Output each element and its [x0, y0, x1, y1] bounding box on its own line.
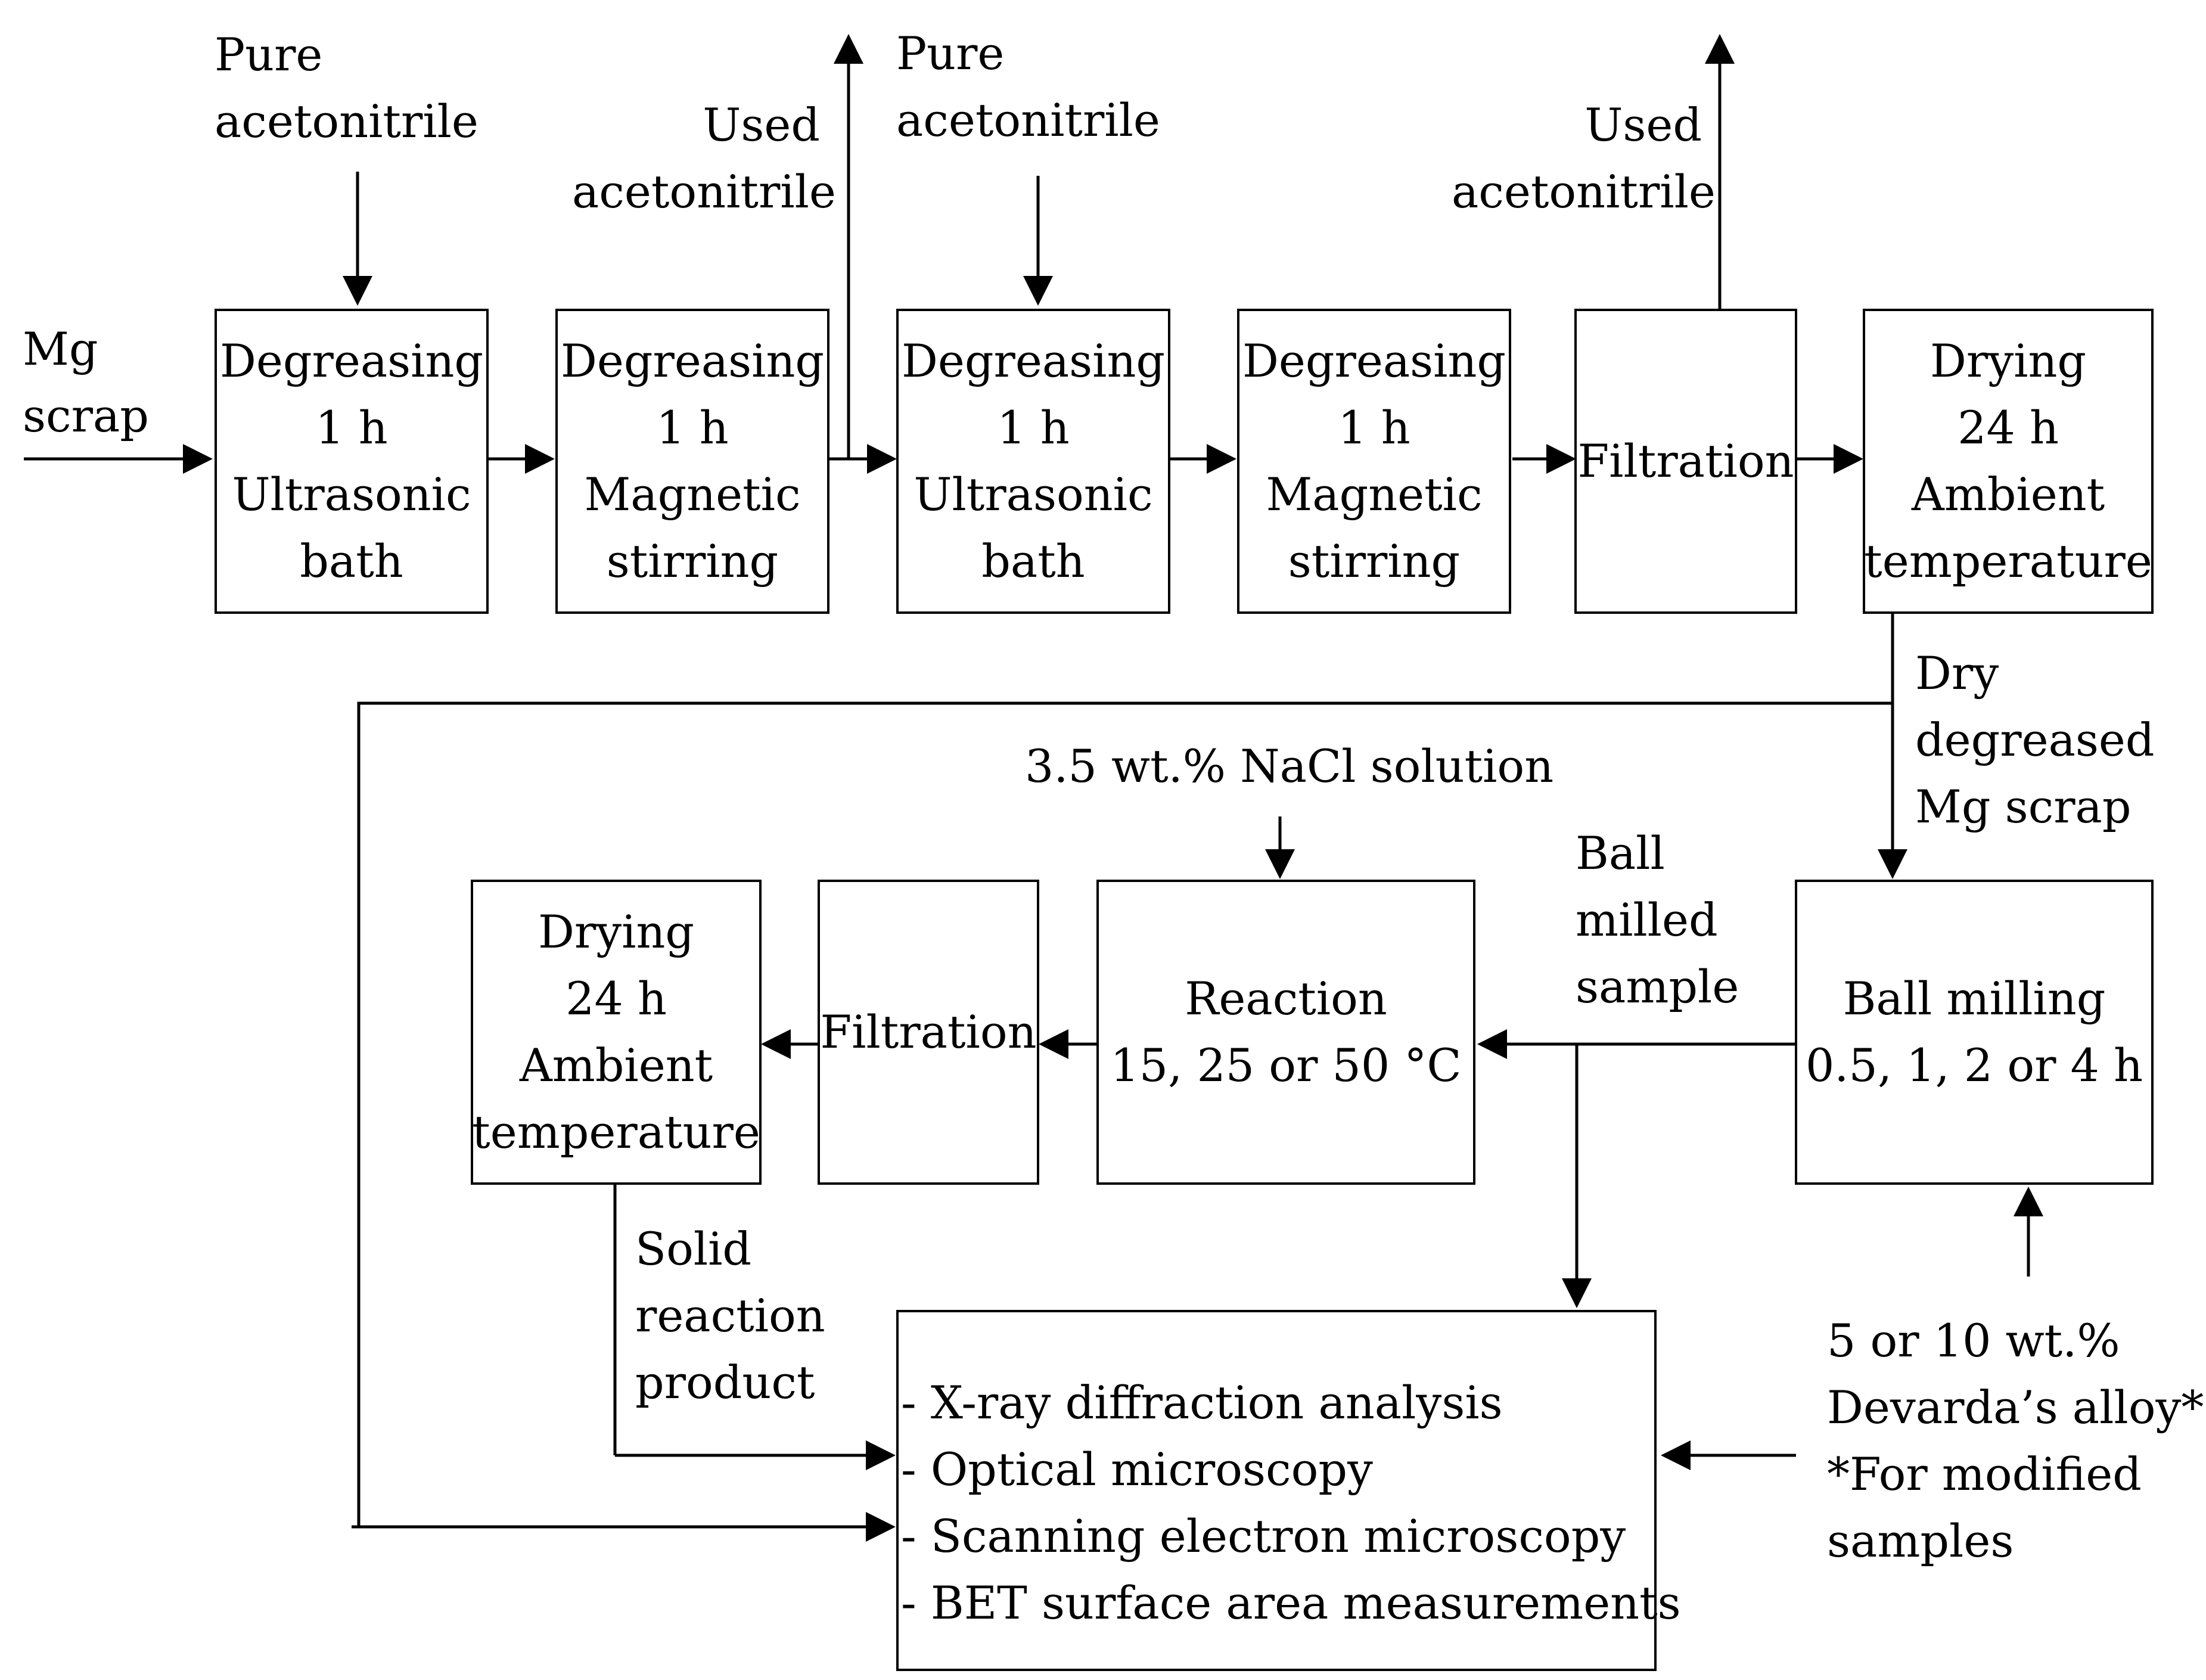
- mg-scrap-label: Mg scrap: [23, 322, 149, 442]
- drying-box-2: Drying 24 h Ambient temperature: [471, 880, 762, 1185]
- characterization-list: - X-ray diffraction analysis - Optical m…: [901, 1370, 1681, 1636]
- characterization-item: - Scanning electron microscopy: [901, 1510, 1626, 1563]
- pure-acetonitrile-label-2: Pure acetonitrile: [896, 27, 1160, 147]
- degreasing-magnetic-box-2: Degreasing 1 h Magnetic stirring: [1237, 309, 1511, 614]
- filtration-box-2: Filtration: [818, 880, 1039, 1185]
- pure-acetonitrile-label-1: Pure acetonitrile: [215, 28, 479, 148]
- reaction-box: Reaction 15, 25 or 50 °C: [1096, 880, 1475, 1185]
- filtration-box-1: Filtration: [1574, 309, 1797, 614]
- characterization-item: - BET surface area measurements: [901, 1576, 1681, 1629]
- degreasing-ultrasonic-box-1: Degreasing 1 h Ultrasonic bath: [215, 309, 489, 614]
- characterization-box: - X-ray diffraction analysis - Optical m…: [896, 1310, 1681, 1671]
- dry-degreased-mg-scrap-label: Dry degreased Mg scrap: [1915, 647, 2155, 833]
- degreasing-magnetic-box-1: Degreasing 1 h Magnetic stirring: [555, 309, 829, 614]
- characterization-item: - X-ray diffraction analysis: [901, 1376, 1503, 1429]
- ball-milling-box: Ball milling 0.5, 1, 2 or 4 h: [1795, 880, 2154, 1185]
- degreasing-ultrasonic-box-2: Degreasing 1 h Ultrasonic bath: [896, 309, 1170, 614]
- characterization-item: - Optical microscopy: [901, 1443, 1373, 1496]
- ball-milled-sample-label: Ball milled sample: [1576, 827, 1739, 1013]
- drying-box-1: Drying 24 h Ambient temperature: [1863, 309, 2154, 614]
- used-acetonitrile-label-1: Used acetonitrile: [572, 98, 836, 218]
- line-feedback-loop: [357, 701, 1893, 1527]
- nacl-solution-label: 3.5 wt.% NaCl solution: [1025, 740, 1554, 793]
- solid-reaction-product-label: Solid reaction product: [635, 1222, 825, 1409]
- used-acetonitrile-label-2: Used acetonitrile: [1452, 98, 1716, 218]
- devarda-alloy-label: 5 or 10 wt.% Devarda’s alloy* *For modif…: [1827, 1314, 2204, 1567]
